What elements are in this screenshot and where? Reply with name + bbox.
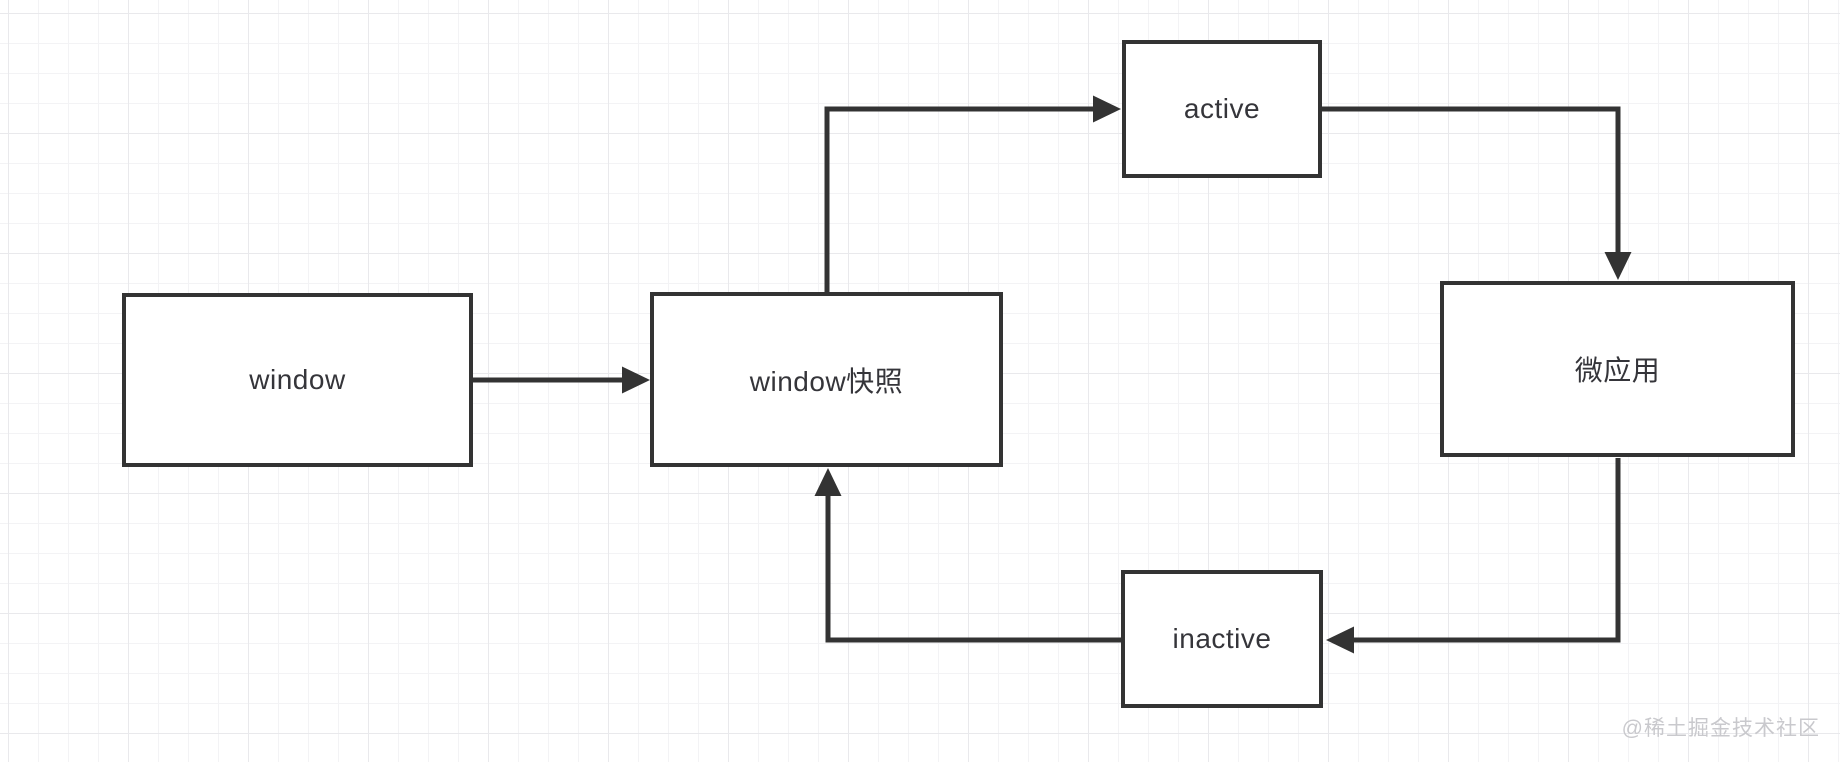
arrowhead-right-icon: [622, 366, 650, 394]
node-window-snapshot: window快照: [650, 292, 1003, 467]
arrowhead-right-icon: [1093, 95, 1121, 123]
node-window: window: [122, 293, 473, 467]
node-window-snapshot-label: window快照: [749, 365, 904, 397]
node-active: active: [1122, 40, 1322, 178]
node-window-label: window: [249, 364, 346, 395]
edge-window-snapshot-to-active: [824, 95, 1121, 293]
node-active-label: active: [1183, 93, 1261, 124]
node-micro-app-label: 微应用: [1574, 355, 1661, 386]
edge-inactive-to-window-snapshot: [814, 468, 1122, 643]
edge-active-to-micro-app: [1321, 106, 1632, 280]
edge-micro-app-to-inactive: [1326, 458, 1621, 654]
edge-window-to-window-snapshot: [473, 366, 650, 394]
juejin-watermark: @稀土掘金技术社区: [1621, 717, 1820, 740]
node-micro-app: 微应用: [1440, 281, 1795, 457]
node-inactive: inactive: [1121, 570, 1323, 708]
arrowhead-left-icon: [1326, 626, 1354, 654]
node-inactive-label: inactive: [1172, 623, 1272, 654]
arrowhead-down-icon: [1604, 252, 1632, 280]
arrowhead-up-icon: [814, 468, 842, 496]
